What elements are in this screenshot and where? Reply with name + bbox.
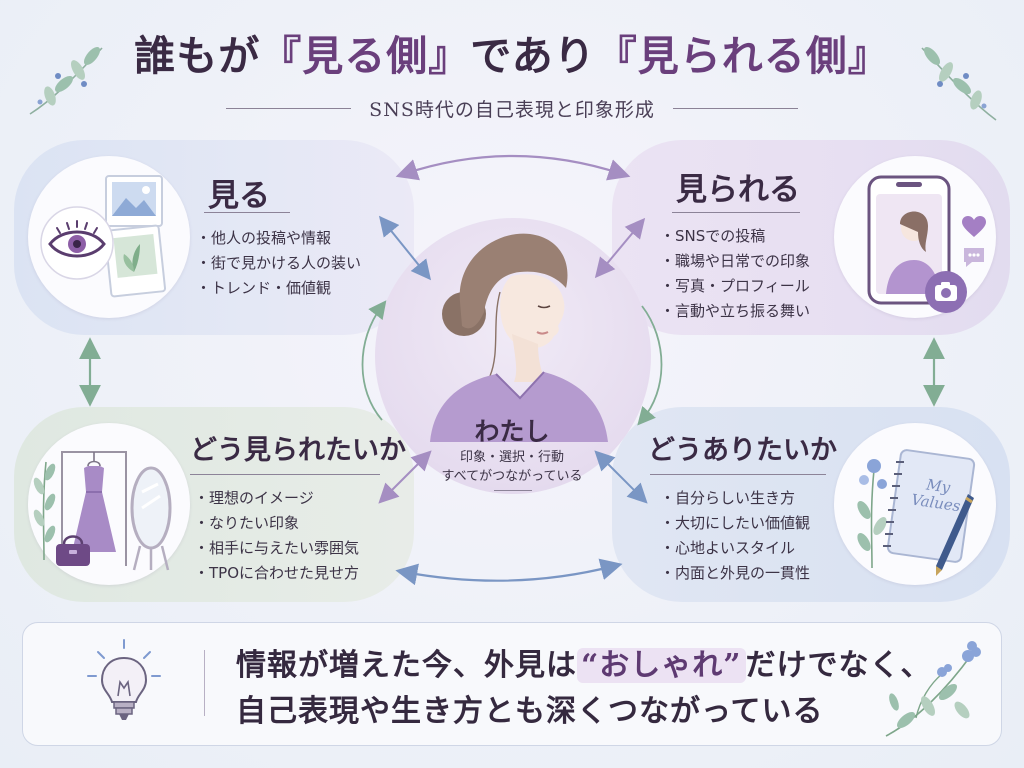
subtitle-rule-right bbox=[672, 107, 799, 109]
leaf-sprig-icon bbox=[29, 46, 103, 115]
smartphone-icon bbox=[867, 175, 951, 305]
chat-icon bbox=[964, 248, 984, 267]
list-item: なりたい印象 bbox=[194, 511, 359, 536]
list-item: 他人の投稿や情報 bbox=[196, 226, 361, 251]
banner-line2: 自己表現や生き方とも深くつながっている bbox=[236, 694, 824, 729]
handbag-icon bbox=[56, 535, 90, 566]
banner-line1: 情報が増えた今、外見は“おしゃれ”だけでなく、 bbox=[236, 640, 932, 684]
page-title: 誰もが『見る側』であり『見られる側』 bbox=[134, 32, 890, 80]
center-rule bbox=[494, 490, 532, 491]
list-item: SNSでの投稿 bbox=[660, 224, 810, 249]
list-item: 言動や立ち振る舞い bbox=[660, 299, 810, 324]
flower-icon bbox=[885, 641, 981, 737]
message-banner bbox=[22, 622, 1002, 746]
list-item: 相手に与えたい雰囲気 bbox=[194, 536, 359, 561]
banner-line1-quoted: “おしゃれ” bbox=[577, 648, 746, 683]
want-list: 理想のイメージ なりたい印象 相手に与えたい雰囲気 TPOに合わせた見せ方 bbox=[194, 486, 359, 586]
see-list: 他人の投稿や情報 街で見かける人の装い トレンド・価値観 bbox=[196, 226, 361, 301]
want-rule bbox=[190, 474, 380, 475]
subtitle: SNS時代の自己表現と印象形成 bbox=[369, 98, 655, 121]
list-item: トレンド・価値観 bbox=[196, 276, 361, 301]
center-name: わたし bbox=[474, 417, 550, 446]
seen-title: 見られる bbox=[676, 172, 800, 208]
arrow-see-seen bbox=[395, 154, 631, 181]
lightbulb-icon bbox=[87, 639, 161, 720]
center-line1: 印象・選択・行動 bbox=[459, 450, 564, 465]
banner-line1-post: だけでなく、 bbox=[745, 648, 932, 683]
leaf-sprig-icon bbox=[921, 46, 997, 121]
camera-icon bbox=[925, 271, 967, 313]
list-item: 内面と外見の一貫性 bbox=[660, 561, 810, 586]
list-item: 大切にしたい価値観 bbox=[660, 511, 810, 536]
list-item: 職場や日常での印象 bbox=[660, 249, 810, 274]
list-item: 理想のイメージ bbox=[194, 486, 359, 511]
pen-icon bbox=[936, 494, 974, 576]
be-title: どうありたいか bbox=[648, 435, 837, 466]
banner-line1-pre: 情報が増えた今、外見は bbox=[236, 648, 577, 683]
leaf-sprig-icon bbox=[33, 461, 56, 561]
flower-icon bbox=[857, 459, 887, 569]
mirror-icon bbox=[130, 466, 172, 571]
subtitle-rule-left bbox=[226, 107, 352, 109]
eye-icon bbox=[40, 206, 114, 280]
list-item: 写真・プロフィール bbox=[660, 274, 810, 299]
subtitle-row: SNS時代の自己表現と印象形成 bbox=[226, 94, 799, 122]
be-rule bbox=[650, 474, 826, 475]
arrow-want-be bbox=[395, 558, 623, 586]
list-item: TPOに合わせた見せ方 bbox=[194, 561, 359, 586]
want-title: どう見られたいか bbox=[190, 435, 406, 466]
banner-divider bbox=[204, 650, 205, 716]
seen-list: SNSでの投稿 職場や日常での印象 写真・プロフィール 言動や立ち振る舞い bbox=[660, 224, 810, 324]
be-list: 自分らしい生き方 大切にしたい価値観 心地よいスタイル 内面と外見の一貫性 bbox=[660, 486, 810, 586]
center-line2: すべてがつながっている bbox=[441, 469, 583, 484]
heart-icon bbox=[962, 216, 986, 237]
list-item: 街で見かける人の装い bbox=[196, 251, 361, 276]
picture-icon bbox=[105, 175, 163, 227]
list-item: 心地よいスタイル bbox=[660, 536, 810, 561]
see-title: 見る bbox=[208, 178, 270, 214]
picture-icon bbox=[104, 224, 166, 298]
see-rule bbox=[204, 212, 290, 213]
woman-illustration bbox=[430, 233, 608, 442]
seen-rule bbox=[672, 212, 800, 213]
dress-icon bbox=[61, 451, 127, 566]
list-item: 自分らしい生き方 bbox=[660, 486, 810, 511]
